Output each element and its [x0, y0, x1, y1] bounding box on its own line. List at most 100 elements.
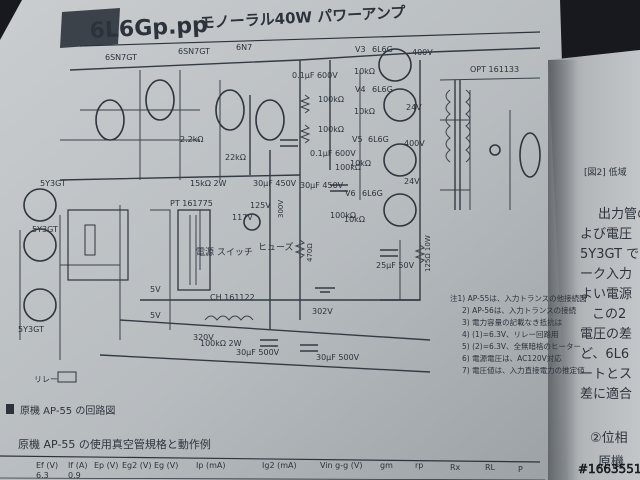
- note-6: 6) 電源電圧は、AC120V対応: [462, 353, 562, 363]
- label-tube-ref-3: V5: [352, 135, 363, 144]
- right-para-10: ②位相: [590, 431, 628, 446]
- right-para-9: 差に適合: [580, 386, 632, 402]
- label-voltage-5: 320V: [193, 333, 214, 342]
- label-res-12: 22kΩ: [225, 153, 246, 162]
- th-10: Rx: [450, 463, 461, 472]
- note-3: 3) 電力容量の記載なき抵抗は: [462, 317, 563, 327]
- label-input-tube-1: 6SN7GT: [105, 53, 137, 62]
- right-para-8: ートとス: [580, 367, 632, 382]
- label-res-7: 10kΩ: [350, 159, 371, 168]
- th-1: If (A): [68, 461, 87, 470]
- label-cap-7: 0.1μF 600V: [310, 149, 356, 158]
- label-rectifier-1: 5Y3GT: [40, 179, 66, 188]
- label-voltage-6: 302V: [312, 307, 333, 316]
- caption-marker: [6, 404, 14, 414]
- label-voltage-4: 5V: [150, 311, 161, 320]
- label-res-11: 125Ω 10W: [424, 235, 432, 272]
- label-res-10: 100kΩ 2W: [200, 339, 242, 348]
- label-res-1: 100kΩ: [318, 95, 344, 104]
- label-power-transformer: PT 161775: [170, 199, 213, 208]
- label-res-2: 100kΩ: [318, 125, 344, 134]
- right-page-text: [図2] 低域 出力管の よび電圧 5Y3GT で ーク入力 よい電源 この2 …: [580, 166, 640, 470]
- note-1: 注1) AP-55は、入力トランスの他接続図: [450, 293, 587, 303]
- relay-box: [57, 371, 77, 383]
- label-tube-ref-4: V6: [345, 189, 356, 198]
- output-tube-group: [378, 48, 417, 227]
- label-res-9: 15kΩ 2W: [190, 179, 227, 188]
- figure-caption: 原機 AP-55 の回路図: [20, 404, 115, 417]
- label-voltage-1: 125V: [250, 201, 271, 210]
- th-11: RL: [485, 463, 496, 472]
- label-input-tube-3: 6N7: [236, 43, 252, 52]
- schematic-labels: 6SN7GT 6SN7GT 6N7 V3 6L6G V4 6L6G V5 6L6…: [18, 43, 519, 384]
- label-voltage-3: 5V: [150, 285, 161, 294]
- label-cap-1: 25μF 50V: [376, 261, 415, 270]
- label-input-tube-2: 6SN7GT: [178, 47, 210, 56]
- label-cap-5: 30μF 500V: [316, 353, 360, 362]
- note-7: 7) 電圧値は、入力直接電力の推定値: [462, 365, 585, 375]
- label-voltage-7: 400V: [412, 48, 433, 57]
- input-tube-group: [95, 79, 285, 141]
- th-2: Ep (V): [94, 461, 118, 470]
- output-transformer: [445, 80, 541, 210]
- right-para-5: この2: [592, 307, 626, 322]
- label-choke: CH 161122: [210, 293, 255, 302]
- label-cap-2: 30μF 450V: [253, 179, 297, 188]
- header-title: 6L6Gp.pp: [89, 13, 208, 44]
- label-cap-3: 30μF 450V: [300, 181, 344, 190]
- left-page: [0, 0, 575, 480]
- label-res-3: 100kΩ: [335, 163, 361, 172]
- label-rectifier-3: 5Y3GT: [18, 325, 44, 334]
- label-cap-6: 0.1μF 600V: [292, 71, 338, 80]
- td-1: 0.9: [68, 471, 81, 480]
- notes-block: 注1) AP-55は、入力トランスの他接続図 2) AP-56は、入力トランスの…: [450, 293, 587, 375]
- label-output-tube-4: 6L6G: [362, 189, 383, 198]
- label-relay: リレー: [34, 375, 58, 384]
- th-6: Ig2 (mA): [262, 461, 297, 470]
- right-para-0: 出力管の: [598, 207, 640, 222]
- label-output-tube-1: 6L6G: [372, 45, 393, 54]
- label-voltage-11: 300V: [277, 200, 285, 218]
- label-voltage-9: 24V: [406, 103, 422, 112]
- right-para-2: 5Y3GT で: [580, 247, 639, 262]
- schematic-wiring: [19, 47, 541, 373]
- th-8: gm: [380, 461, 393, 470]
- label-voltage-8: 400V: [404, 139, 425, 148]
- label-output-tube-2: 6L6G: [372, 85, 393, 94]
- watermark: #1663551: [578, 462, 640, 476]
- label-res-13: 2.2kΩ: [180, 135, 203, 144]
- label-cap-4: 30μF 500V: [236, 348, 280, 357]
- right-para-1: よび電圧: [580, 227, 632, 242]
- label-output-transformer: OPT 161133: [470, 65, 519, 74]
- th-7: Vin g-g (V): [320, 461, 362, 470]
- label-fuse: ヒューズ: [258, 241, 294, 253]
- th-0: Ef (V): [36, 461, 58, 470]
- label-res-5: 10kΩ: [354, 67, 375, 76]
- right-para-4: よい電源: [580, 287, 632, 302]
- label-voltage-2: 117V: [232, 213, 253, 222]
- th-4: Eg (V): [154, 461, 178, 470]
- note-2: 2) AP-56は、入力トランスの接続: [462, 305, 577, 315]
- power-transformer: [67, 209, 261, 291]
- right-para-3: ーク入力: [580, 267, 632, 282]
- right-para-6: 電圧の差: [580, 327, 632, 342]
- label-voltage-12: 470Ω: [306, 243, 314, 262]
- note-5: 5) (2)=6.3V、全無暗格のヒーター: [462, 341, 581, 351]
- note-4: 4) (1)=6.3V、リレー回路用: [462, 329, 559, 339]
- right-para-7: ど、6L6: [580, 347, 629, 362]
- th-5: Ip (mA): [196, 461, 226, 470]
- label-output-tube-3: 6L6G: [368, 135, 389, 144]
- rectifier-group: [23, 188, 57, 322]
- label-res-8: 10kΩ: [344, 215, 365, 224]
- right-para-11: 原機: [598, 455, 624, 470]
- label-switch: 電源 スイッチ: [196, 247, 253, 258]
- td-0: 6.3: [36, 471, 49, 480]
- table-header-row: Ef (V) If (A) Ep (V) Eg2 (V) Eg (V) Ip (…: [36, 461, 523, 474]
- table-title: 原機 AP-55 の使用真空管規格と動作例: [18, 437, 211, 451]
- th-12: P: [518, 465, 523, 474]
- label-res-4: 100kΩ: [330, 211, 356, 220]
- header-tab: [60, 8, 120, 48]
- th-3: Eg2 (V): [122, 461, 151, 470]
- right-fig-label: [図2] 低域: [584, 166, 627, 178]
